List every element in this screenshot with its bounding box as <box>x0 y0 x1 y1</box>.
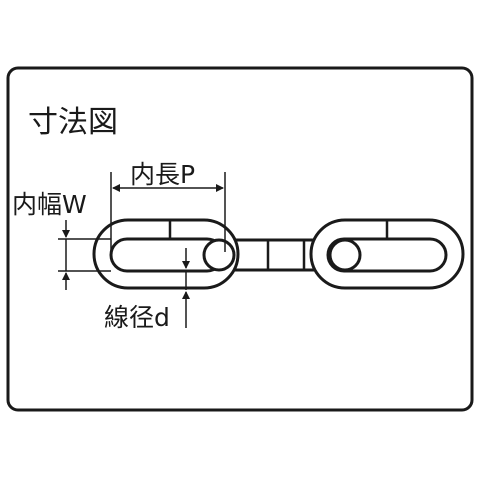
wire-diameter-label: 線径d <box>104 303 170 332</box>
chain-link-icon <box>92 218 240 290</box>
middle-link-end-left <box>202 238 236 272</box>
inner-length-label: 内長P <box>130 160 195 189</box>
inner-width-label: 内幅W <box>12 190 87 219</box>
inner-width-dimension <box>58 220 111 290</box>
diagram-title: 寸法図 <box>28 105 118 140</box>
middle-link-end-right <box>328 238 362 272</box>
